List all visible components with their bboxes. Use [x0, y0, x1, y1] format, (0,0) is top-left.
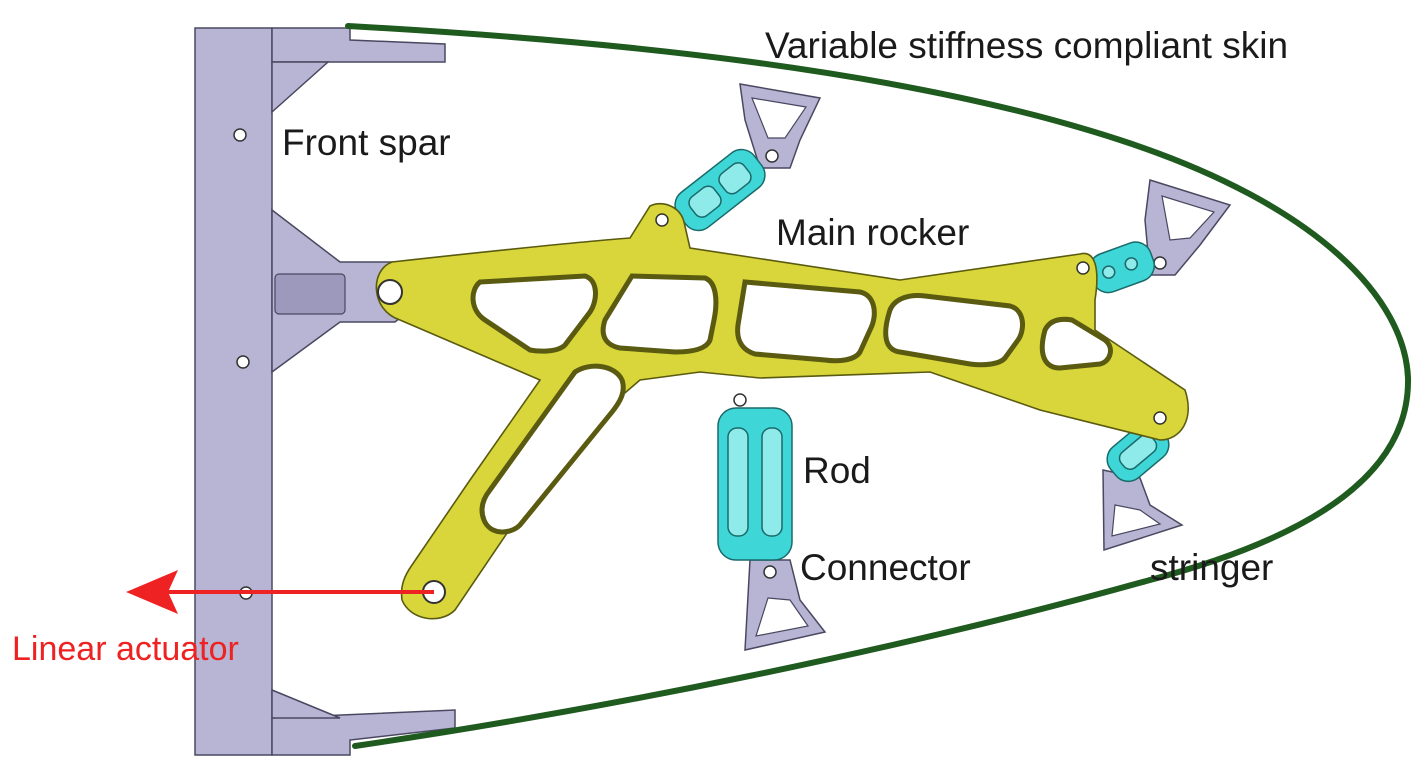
main-rocker — [375, 202, 1189, 620]
label-front-spar: Front spar — [282, 122, 451, 163]
rocker-pivot — [377, 279, 403, 305]
rods — [674, 148, 1170, 561]
label-skin: Variable stiffness compliant skin — [765, 25, 1288, 66]
spar-hole — [233, 128, 247, 142]
front-spar-bottom-gusset — [271, 688, 341, 719]
linear-actuator-arrow — [126, 570, 434, 614]
rod-upper-left — [674, 148, 766, 232]
stringer-top-1-cut — [751, 97, 808, 139]
label-rod: Rod — [803, 450, 871, 491]
label-linear-actuator: Linear actuator — [12, 630, 239, 668]
stringer-pin — [765, 149, 779, 163]
rocker-hole — [883, 293, 1025, 368]
spar-hole — [236, 355, 250, 369]
label-connector: Connector — [800, 547, 971, 588]
rocker-pin — [733, 393, 747, 407]
front-spar-bottom-flange — [271, 709, 456, 756]
rod-center — [717, 407, 793, 561]
rocker-pin — [1153, 411, 1167, 425]
front-spar-top-gusset — [271, 61, 330, 114]
rocker-hole — [600, 273, 719, 355]
rocker-pin — [655, 213, 669, 227]
rocker-hole — [1039, 316, 1113, 371]
stringer-bottom-2-cut — [1111, 504, 1162, 537]
stringer-pin — [1153, 256, 1167, 270]
rocker-hole — [479, 363, 626, 535]
rod-upper-right — [1088, 241, 1156, 294]
label-stringer: stringer — [1150, 547, 1273, 588]
stringer-bottom-1-cut — [755, 597, 810, 637]
front-spar — [194, 27, 456, 756]
stringer-pin — [763, 565, 777, 579]
stringer-top-2-cut — [1161, 195, 1216, 241]
compliant-skin — [345, 23, 1412, 749]
label-main-rocker: Main rocker — [776, 212, 969, 253]
rocker-hole — [735, 279, 877, 364]
rocker-pin — [1076, 261, 1090, 275]
arrow-head-icon — [126, 570, 178, 614]
stringers — [739, 83, 1232, 651]
front-spar-bracket-slot — [274, 273, 346, 315]
rocker-hole — [470, 273, 598, 354]
